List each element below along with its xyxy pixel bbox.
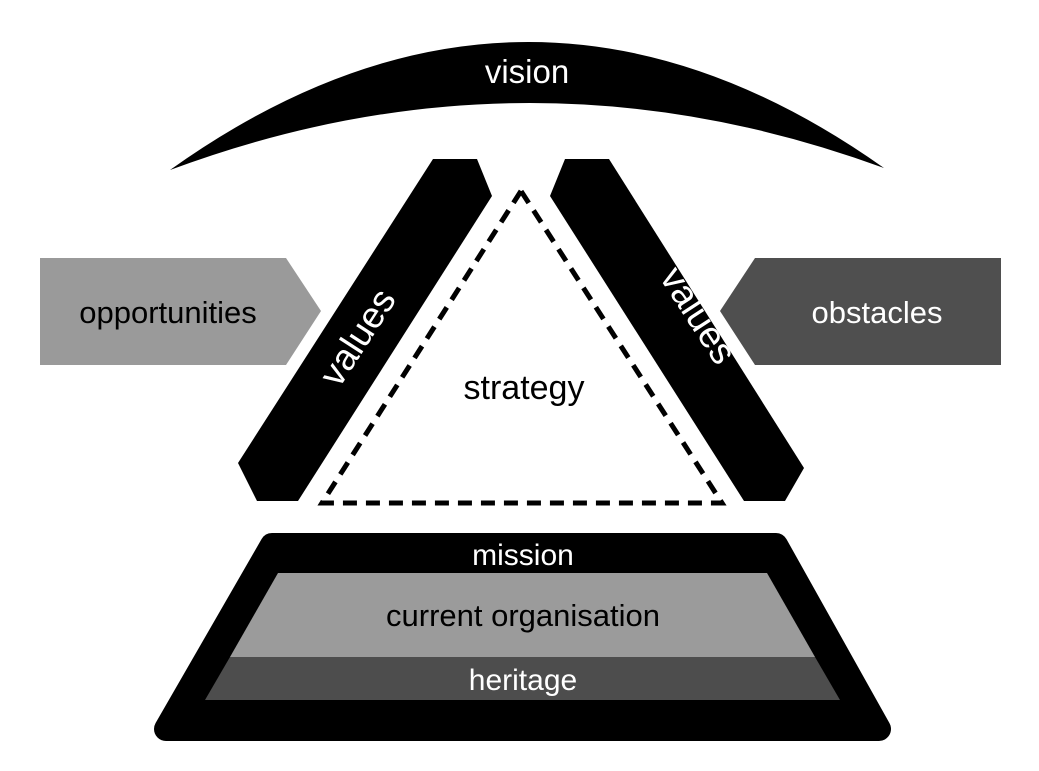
vision-arc-shape [170, 41, 884, 170]
heritage-band-shape [205, 657, 840, 700]
values-left-bar-shape [238, 159, 492, 501]
obstacles-label: obstacles [812, 295, 943, 330]
mission-label: mission [472, 539, 574, 572]
strategy-triangle-outline [317, 186, 727, 506]
opportunities-arrow-shape [40, 258, 321, 365]
obstacles-arrow-shape [720, 258, 1001, 365]
vision-label: vision [485, 53, 569, 90]
strategy-label: strategy [464, 369, 585, 407]
current-organisation-band-shape [230, 573, 815, 657]
heritage-label: heritage [469, 664, 577, 697]
current-organisation-label: current organisation [386, 598, 660, 633]
opportunities-label: opportunities [79, 295, 257, 330]
values-right-bar-shape [550, 159, 804, 501]
